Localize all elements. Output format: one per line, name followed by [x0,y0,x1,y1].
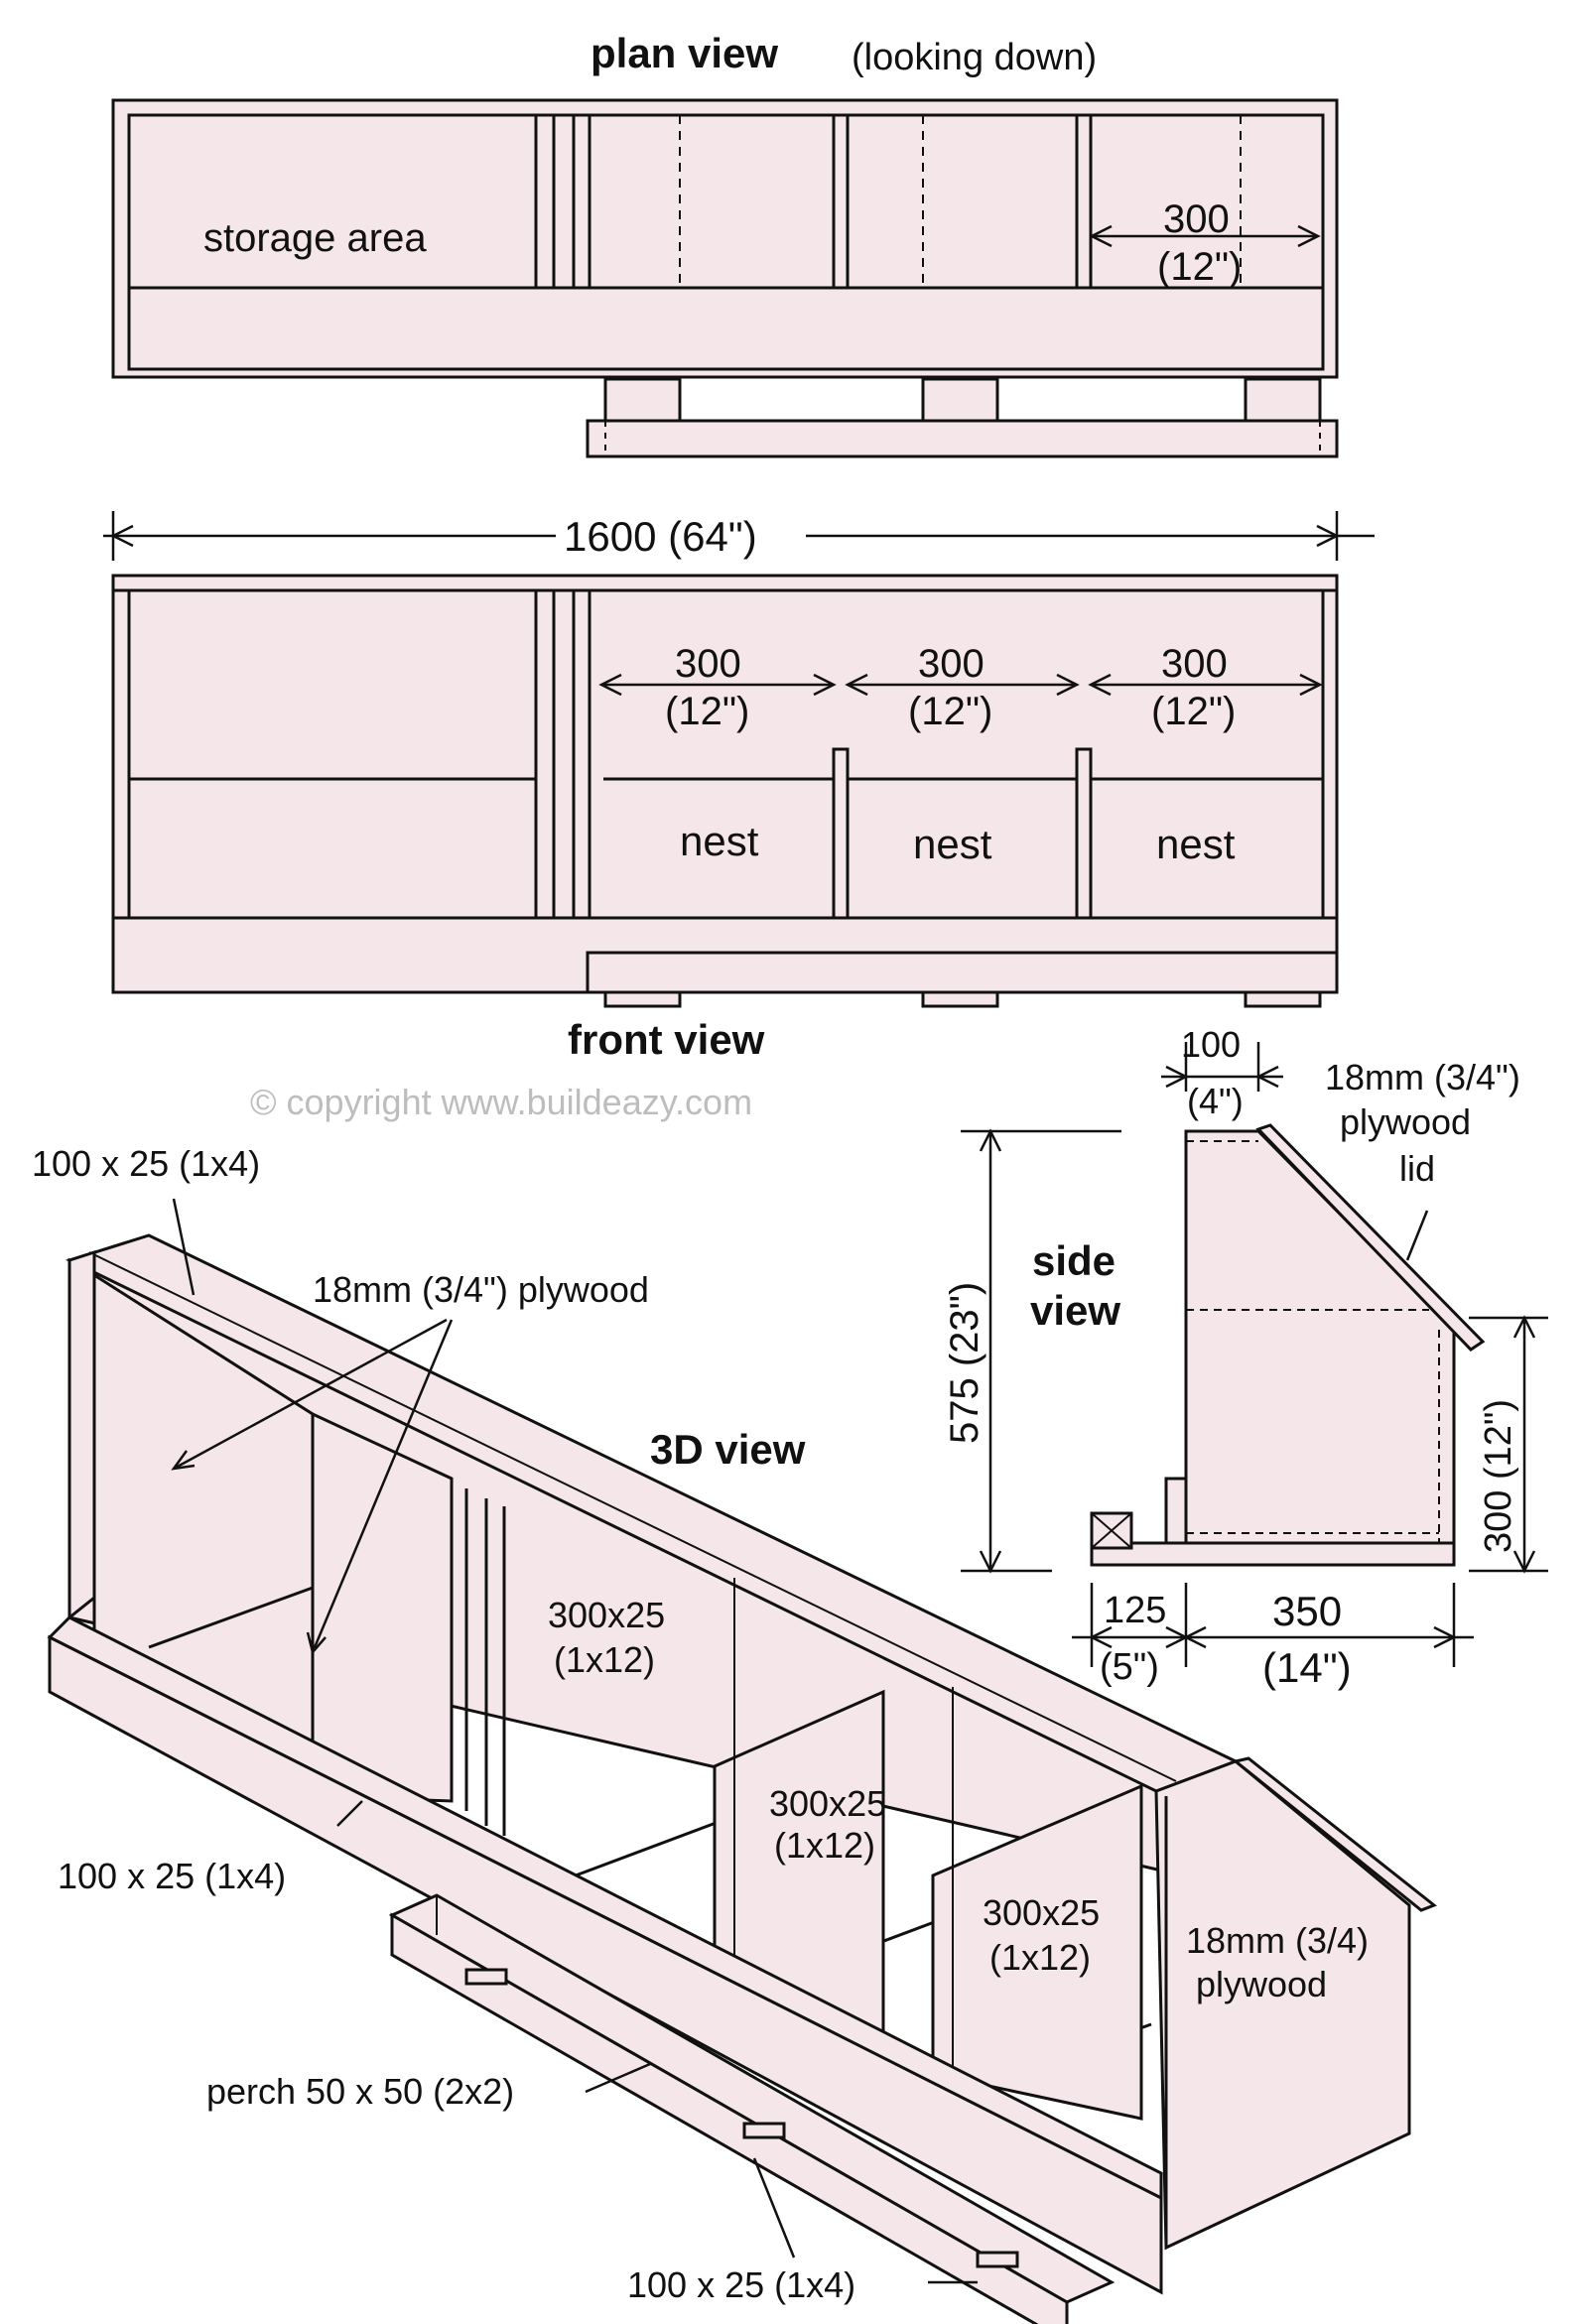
three-d-drawing [47,1233,1437,2324]
plan-dim-mm: 300 [1163,197,1230,241]
top-board-label: 100 x 25 (1x4) [32,1143,260,1184]
side-w1-in: (5") [1100,1646,1159,1688]
bottom-board-label: 100 x 25 (1x4) [627,2264,855,2305]
lid-label-2: plywood [1340,1101,1471,1142]
side-top-mm: 100 [1181,1024,1241,1065]
plywood-label: 18mm (3/4") plywood [313,1269,649,1310]
end-panel-label-2: plywood [1196,1964,1327,2004]
front-dimension-lines [103,511,1375,697]
divider-1-label-a: 300x25 [548,1595,665,1635]
side-top-in: (4") [1187,1081,1244,1121]
side-height-label: 575 (23") [943,1282,986,1444]
front-dim-1-in: (12") [665,690,749,733]
front-dim-2-in: (12") [908,690,992,733]
three-d-leader-lines [171,1198,978,2284]
divider-2-label-a: 300x25 [769,1783,886,1824]
side-w2-mm: 350 [1272,1588,1342,1634]
side-view-drawing [1090,1123,1486,1567]
plan-view-subtitle: (looking down) [852,37,1097,78]
three-d-title: 3D view [650,1426,806,1473]
plan-view-drawing [111,98,1339,458]
lid-label-3: lid [1399,1148,1435,1189]
end-panel-label-1: 18mm (3/4) [1186,1920,1369,1961]
divider-3-label-b: (1x12) [989,1937,1091,1978]
copyright-notice: © copyright www.buildeazy.com [250,1082,752,1122]
side-view-title-2: view [1030,1287,1120,1334]
front-view-title: front view [568,1016,765,1063]
front-view-drawing [111,574,1339,1008]
divider-3-label-a: 300x25 [983,1892,1100,1933]
side-w2-in: (14") [1262,1644,1352,1691]
divider-2-label-b: (1x12) [774,1825,875,1866]
plan-dim-in: (12") [1157,245,1242,289]
nest-label-1: nest [680,818,759,864]
nest-label-2: nest [913,821,992,867]
front-dim-3-mm: 300 [1161,642,1228,686]
side-w1-mm: 125 [1104,1590,1166,1631]
front-board-label: 100 x 25 (1x4) [58,1856,286,1896]
front-dim-3-in: (12") [1151,690,1236,733]
nest-label-3: nest [1156,821,1236,867]
plan-dimension-line [1089,224,1321,248]
lid-label-1: 18mm (3/4") [1325,1057,1520,1097]
front-dim-1-mm: 300 [675,642,741,686]
side-dimension-lines [961,1042,1548,1667]
divider-1-label-b: (1x12) [554,1639,655,1680]
front-dim-2-mm: 300 [918,642,985,686]
plan-view-title: plan view [591,30,778,76]
side-view-title-1: side [1032,1237,1116,1284]
storage-area-label: storage area [203,216,427,260]
overall-length-label: 1600 (64") [564,513,757,560]
perch-label: perch 50 x 50 (2x2) [206,2071,514,2112]
side-nest-height-label: 300 (12") [1478,1399,1519,1553]
